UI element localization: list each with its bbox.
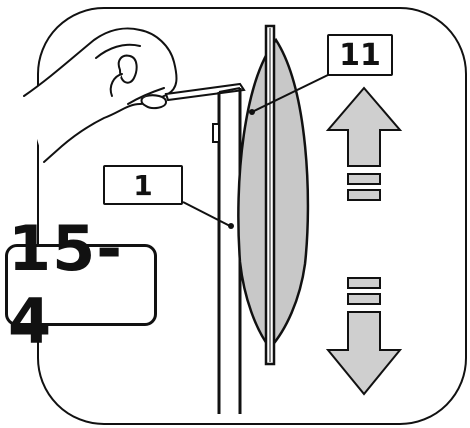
callout-label-cushion: 11 [327,34,393,76]
cushion-11 [237,24,310,366]
leader-dot-11 [249,109,255,115]
leader-line-1 [182,201,231,227]
leader-line-11 [251,73,331,113]
step-number-badge: 15-4 [5,212,157,358]
up-arrow-icon [325,86,403,201]
leader-dot-1 [228,223,234,229]
down-arrow-icon [325,277,403,396]
pull-strap [164,82,246,102]
callout-label-panel: 1 [103,165,183,205]
hand-icon [23,27,178,163]
